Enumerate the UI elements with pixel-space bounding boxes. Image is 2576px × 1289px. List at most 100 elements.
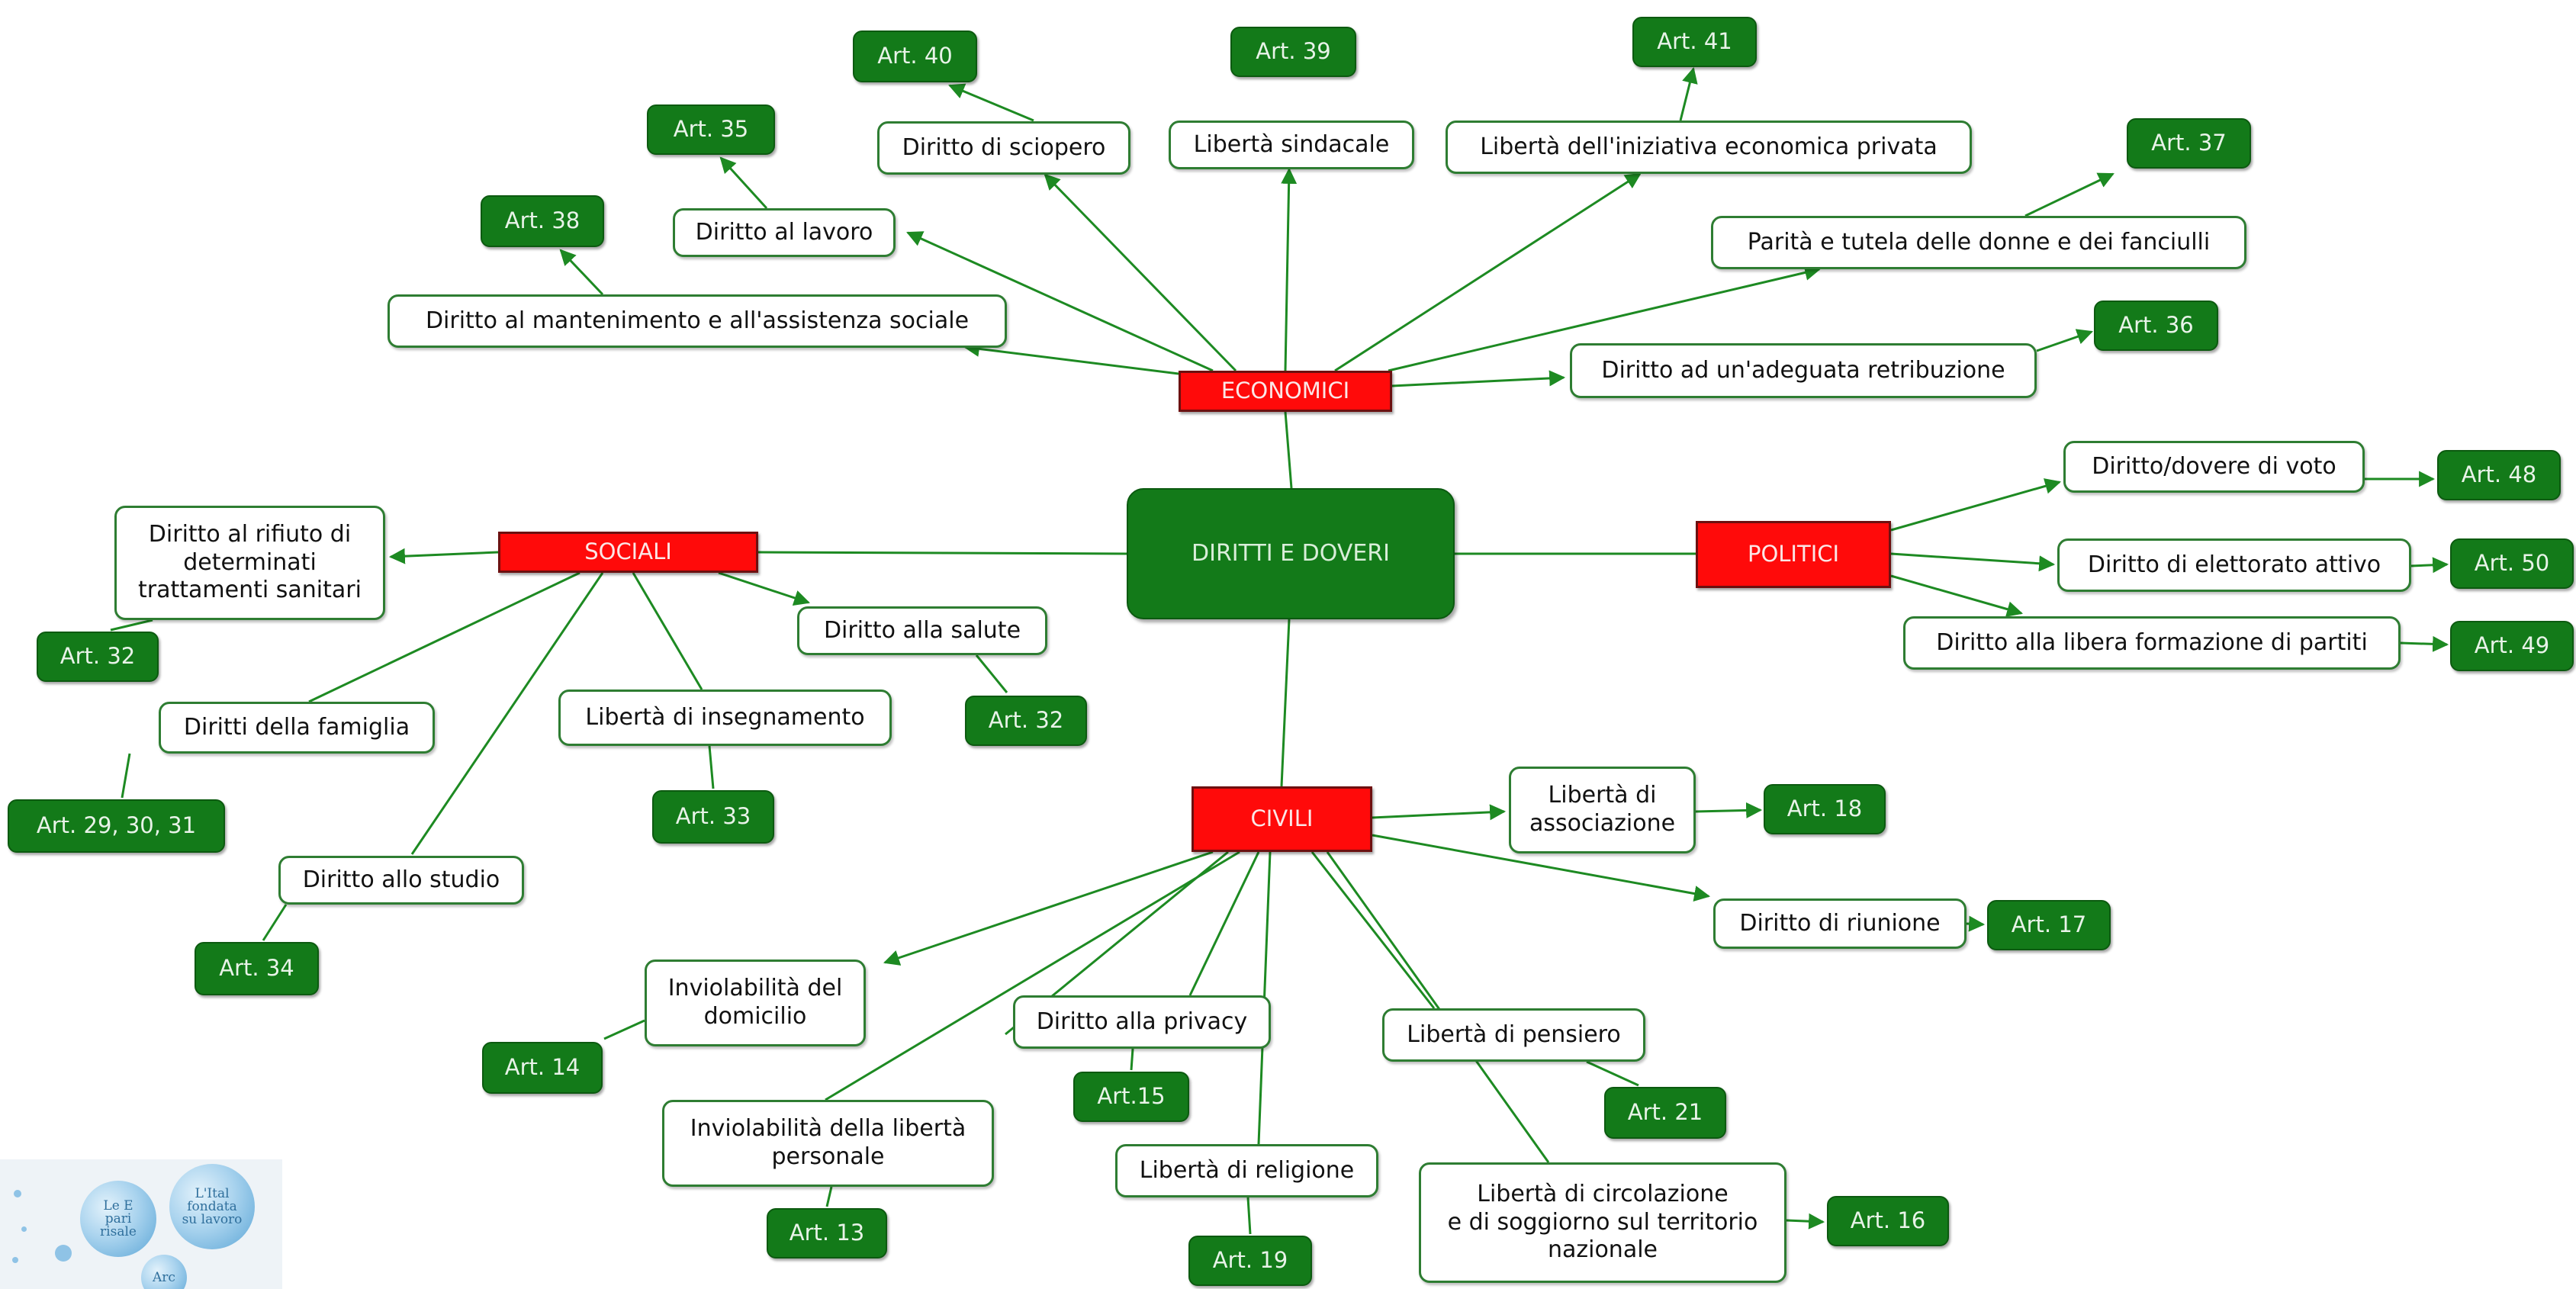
- connector-line: [603, 1019, 645, 1040]
- connector-line: [1679, 66, 1698, 121]
- connector-line: [825, 1186, 833, 1207]
- connector-line: [2036, 329, 2093, 352]
- connector-line: [1044, 173, 1237, 372]
- logo-dot: [55, 1245, 72, 1262]
- root-diritti-e-doveri: DIRITTI E DOVERI: [1127, 488, 1455, 619]
- topic-inviolabilita-liberta-personale: Inviolabilità della libertà personale: [662, 1100, 994, 1187]
- article-art-40: Art. 40: [853, 31, 977, 82]
- connector-line: [2400, 635, 2449, 652]
- category-sociali: SOCIALI: [498, 532, 758, 573]
- topic-diritto-formazione-partiti: Diritto alla libera formazione di partit…: [1903, 616, 2401, 670]
- logo-bubble: Arc: [141, 1255, 187, 1289]
- category-politici: POLITICI: [1696, 521, 1891, 588]
- topic-diritto-dovere-di-voto: Diritto/dovere di voto: [2063, 441, 2365, 493]
- topic-inviolabilita-del-domicilio: Inviolabilità del domicilio: [645, 960, 866, 1046]
- article-art-32-rifiuto: Art. 32: [37, 632, 159, 682]
- connector-line: [1246, 1197, 1252, 1235]
- article-art-18: Art. 18: [1764, 784, 1886, 834]
- connector-line: [262, 904, 288, 941]
- connector-line: [110, 619, 153, 632]
- connector-line: [948, 83, 1034, 122]
- connector-line: [1890, 574, 2024, 617]
- connector-line: [2410, 557, 2449, 574]
- article-art-49: Art. 49: [2450, 621, 2574, 671]
- connector-line: [1281, 167, 1298, 371]
- topic-diritto-elettorato-attivo: Diritto di elettorato attivo: [2057, 538, 2411, 592]
- article-art-48: Art. 48: [2437, 450, 2561, 500]
- connector-line: [1372, 804, 1507, 821]
- connector-line: [1391, 370, 1566, 387]
- topic-diritto-allo-studio: Diritto allo studio: [278, 856, 524, 905]
- connector-line: [825, 850, 1240, 1101]
- connector-line: [1586, 1060, 1639, 1087]
- connector-line: [708, 745, 715, 789]
- topic-liberta-di-pensiero: Libertà di pensiero: [1382, 1008, 1645, 1062]
- topic-liberta-iniziativa-economica: Libertà dell'iniziativa economica privat…: [1446, 121, 1972, 174]
- article-art-32-salute: Art. 32: [965, 696, 1087, 746]
- topic-liberta-di-religione: Libertà di religione: [1115, 1144, 1378, 1197]
- article-art-35: Art. 35: [647, 104, 775, 155]
- connector-line: [963, 340, 1179, 375]
- logo-bubble: L'Ital fondata su lavoro: [169, 1164, 255, 1249]
- connector-line: [121, 753, 131, 799]
- topic-diritto-al-lavoro: Diritto al lavoro: [673, 208, 896, 257]
- article-art-13: Art. 13: [767, 1208, 887, 1258]
- connector-line: [1388, 265, 1822, 372]
- article-art-39: Art. 39: [1230, 27, 1356, 77]
- connector-line: [388, 548, 499, 564]
- connector-line: [719, 156, 768, 210]
- connector-line: [975, 654, 1008, 693]
- connector-line: [1311, 851, 1436, 1009]
- category-economici: ECONOMICI: [1179, 371, 1392, 412]
- logo-bubble: Le E pari risale: [80, 1181, 156, 1257]
- article-art-29-30-31: Art. 29, 30, 31: [8, 799, 225, 853]
- topic-liberta-di-associazione: Libertà di associazione: [1509, 767, 1696, 853]
- connector-line: [1188, 851, 1260, 996]
- article-art-14: Art. 14: [482, 1042, 603, 1094]
- topic-diritto-adeguata-retribuzione: Diritto ad un'adeguata retribuzione: [1570, 343, 2037, 398]
- connector-line: [1280, 619, 1291, 787]
- topic-liberta-sindacale: Libertà sindacale: [1169, 121, 1414, 169]
- connector-line: [1372, 834, 1711, 902]
- article-art-16: Art. 16: [1827, 1196, 1949, 1246]
- topic-diritti-della-famiglia: Diritti della famiglia: [159, 702, 435, 754]
- topic-diritto-di-riunione: Diritto di riunione: [1713, 898, 1967, 949]
- connector-line: [757, 551, 1127, 555]
- topic-diritto-alla-privacy: Diritto alla privacy: [1013, 995, 1271, 1049]
- logo-dot: [21, 1226, 27, 1232]
- connector-line: [1334, 172, 1642, 372]
- topic-liberta-di-insegnamento: Libertà di insegnamento: [558, 690, 892, 746]
- connector-line: [410, 572, 604, 855]
- connector-line: [559, 249, 604, 296]
- article-art-38: Art. 38: [481, 195, 604, 247]
- article-art-19: Art. 19: [1188, 1236, 1312, 1286]
- article-art-34: Art. 34: [195, 942, 319, 995]
- connector-line: [1326, 851, 1550, 1163]
- logo-dot: [12, 1257, 18, 1263]
- logo-bubbles: Le E pari risale L'Ital fondata su lavor…: [0, 1159, 282, 1289]
- topic-liberta-di-circolazione: Libertà di circolazione e di soggiorno s…: [1419, 1162, 1786, 1283]
- connector-line: [1695, 802, 1763, 818]
- topic-parita-tutela: Parità e tutela delle donne e dei fanciu…: [1711, 216, 2246, 269]
- article-art-15: Art.15: [1073, 1072, 1189, 1122]
- connector-line: [906, 231, 1214, 372]
- article-art-41: Art. 41: [1632, 17, 1757, 67]
- article-art-17: Art. 17: [1987, 900, 2111, 950]
- connector-line: [308, 571, 580, 703]
- article-art-50: Art. 50: [2450, 538, 2574, 589]
- article-art-36: Art. 36: [2094, 301, 2218, 351]
- connector-line: [1890, 478, 2062, 532]
- logo-dot: [14, 1190, 21, 1197]
- connector-line: [1284, 411, 1293, 489]
- article-art-37: Art. 37: [2127, 118, 2251, 169]
- connector-line: [1890, 552, 2056, 572]
- topic-diritto-alla-salute: Diritto alla salute: [797, 606, 1047, 655]
- category-civili: CIVILI: [1192, 786, 1372, 852]
- topic-diritto-al-mantenimento: Diritto al mantenimento e all'assistenza…: [388, 294, 1007, 348]
- article-art-21: Art. 21: [1604, 1087, 1726, 1139]
- topic-diritto-di-sciopero: Diritto di sciopero: [877, 121, 1130, 175]
- connector-line: [632, 572, 703, 690]
- article-art-33: Art. 33: [652, 790, 774, 844]
- connector-line: [1130, 1048, 1134, 1071]
